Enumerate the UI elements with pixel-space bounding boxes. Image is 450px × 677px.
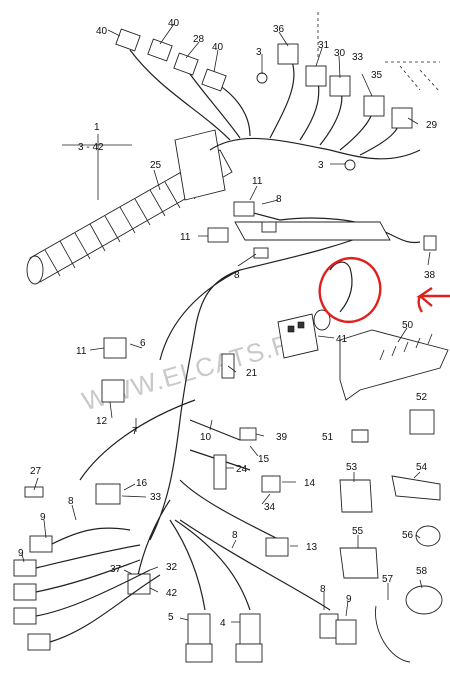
- callout-labels: 40 40 28 40 36 3 31 30 33 35 29 1 3 - 42…: [18, 18, 438, 629]
- callout-29: 29: [426, 120, 438, 131]
- callout-57: 57: [382, 574, 394, 585]
- callout-5: 5: [168, 612, 174, 623]
- callout-4: 4: [220, 618, 226, 629]
- callout-27: 27: [30, 466, 42, 477]
- callout-32: 32: [166, 562, 178, 573]
- connector-41: [277, 309, 331, 359]
- callout-34: 34: [264, 502, 276, 513]
- callout-10: 10: [200, 432, 212, 443]
- callout-55: 55: [352, 526, 364, 537]
- middle-connectors: [24, 201, 437, 557]
- harness-bar: [234, 221, 391, 241]
- callout-8d: 8: [232, 530, 238, 541]
- callout-24: 24: [236, 464, 248, 475]
- callout-40b: 40: [168, 18, 180, 29]
- callout-30: 30: [334, 48, 346, 59]
- top-right-connectors: [256, 43, 413, 171]
- left-plugs: [13, 527, 161, 651]
- callout-52: 52: [416, 392, 428, 403]
- callout-12: 12: [96, 416, 108, 427]
- small-parts: [339, 409, 443, 663]
- highlight-arrow: [416, 287, 450, 313]
- callout-25: 25: [150, 160, 162, 171]
- bracket-50: [339, 329, 449, 401]
- callout-11a: 11: [252, 176, 263, 187]
- callout-group-range: 3 - 42: [78, 142, 104, 153]
- callout-40c: 40: [212, 42, 224, 53]
- callout-37: 37: [110, 564, 122, 575]
- bottom-sensors: [127, 573, 357, 663]
- callout-33-top: 33: [352, 52, 364, 63]
- callout-41: 41: [336, 334, 348, 345]
- callout-31: 31: [318, 40, 330, 51]
- callout-8a: 8: [276, 194, 282, 205]
- callout-7: 7: [132, 426, 138, 437]
- highlight-circle: [318, 257, 382, 323]
- top-left-connectors: [115, 28, 227, 92]
- callout-3b: 3: [318, 160, 324, 171]
- callout-54: 54: [416, 462, 428, 473]
- callout-8b: 8: [234, 270, 240, 281]
- callout-42: 42: [166, 588, 178, 599]
- callout-15: 15: [258, 454, 270, 465]
- callout-11b: 11: [180, 232, 191, 243]
- callout-38: 38: [424, 270, 436, 281]
- callout-9c: 9: [346, 594, 352, 605]
- leader-lines: [21, 23, 431, 623]
- callout-33: 33: [150, 492, 162, 503]
- callout-21: 21: [246, 368, 258, 379]
- callout-6: 6: [140, 338, 146, 349]
- callout-53: 53: [346, 462, 358, 473]
- callout-50: 50: [402, 320, 414, 331]
- callout-9a: 9: [40, 512, 46, 523]
- callout-28: 28: [193, 34, 205, 45]
- callout-39: 39: [276, 432, 288, 443]
- callout-58: 58: [416, 566, 428, 577]
- callout-11c: 11: [76, 346, 87, 357]
- reference-lines: [317, 12, 441, 93]
- callout-8c: 8: [68, 496, 74, 507]
- callout-14: 14: [304, 478, 316, 489]
- callout-group-1: 1: [94, 122, 100, 133]
- callout-35: 35: [371, 70, 383, 81]
- callout-8e: 8: [320, 584, 326, 595]
- callout-40a: 40: [96, 26, 108, 37]
- callout-9b: 9: [18, 548, 24, 559]
- callout-56: 56: [402, 530, 414, 541]
- callout-13: 13: [306, 542, 318, 553]
- callout-36: 36: [273, 24, 285, 35]
- callout-51: 51: [322, 432, 334, 443]
- highlighted-wire: [329, 261, 353, 313]
- group-bracket: [62, 134, 132, 200]
- harness-upper: [129, 49, 421, 160]
- callout-3a: 3: [256, 47, 262, 58]
- corrugated-sleeve: [26, 129, 233, 285]
- callout-16: 16: [136, 478, 148, 489]
